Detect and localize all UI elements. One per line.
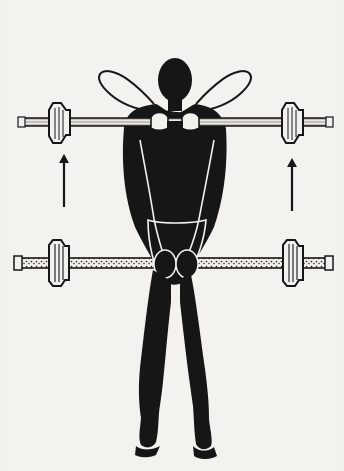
- upper-right-plate: [282, 103, 303, 143]
- head: [158, 58, 192, 102]
- upper-bar-left-end: [18, 117, 25, 127]
- lower-bar-left-end: [14, 256, 22, 270]
- lower-left-plate: [49, 240, 69, 286]
- upper-grip-center: [167, 121, 183, 128]
- right-arrow-head: [287, 158, 297, 167]
- left-leg: [139, 270, 171, 447]
- right-leg: [180, 270, 212, 449]
- lower-bar-right-end: [325, 256, 333, 270]
- left-arrow-head: [59, 154, 69, 163]
- lower-right-plate: [283, 240, 303, 286]
- right-arm-arc: [196, 71, 251, 111]
- left-arm-arc: [99, 71, 154, 111]
- upper-left-plate: [49, 103, 70, 143]
- upper-bar-right-end: [326, 117, 333, 127]
- upper-left-hand: [151, 113, 168, 131]
- neck: [168, 97, 182, 111]
- upper-right-hand: [182, 113, 199, 131]
- left-foot: [135, 446, 160, 457]
